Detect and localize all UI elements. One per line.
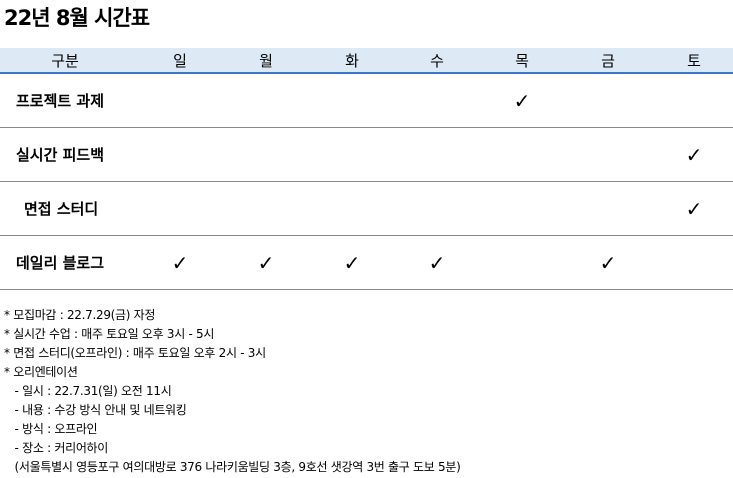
column-header: 월 <box>259 51 273 70</box>
table-header: 구분 일 월 화 수 목 금 토 <box>0 48 733 74</box>
column-header: 일 <box>173 51 187 70</box>
row-label: 면접 스터디 <box>24 200 99 218</box>
table-row: 실시간 피드백 ✓ <box>0 128 733 182</box>
check-icon: ✓ <box>428 250 446 275</box>
check-icon: ✓ <box>599 250 617 275</box>
note-line: * 면접 스터디(오프라인) : 매주 토요일 오후 2시 - 3시 <box>4 346 266 360</box>
note-line: - 내용 : 수강 방식 안내 및 네트워킹 <box>4 403 187 417</box>
check-icon: ✓ <box>685 196 703 221</box>
column-header: 구분 <box>51 51 79 70</box>
column-header: 수 <box>430 51 444 70</box>
check-icon: ✓ <box>513 88 531 113</box>
note-line: * 실시간 수업 : 매주 토요일 오후 3시 - 5시 <box>4 327 215 341</box>
table-row: 면접 스터디 ✓ <box>0 182 733 236</box>
notes: * 모집마감 : 22.7.29(금) 자정 * 실시간 수업 : 매주 토요일 … <box>4 306 461 477</box>
note-line: (서울특별시 영등포구 여의대방로 376 나라키움빌딩 3층, 9호선 샛강역… <box>4 460 461 474</box>
column-header: 화 <box>345 51 359 70</box>
table-row: 데일리 블로그 ✓ ✓ ✓ ✓ ✓ <box>0 236 733 290</box>
column-header: 토 <box>687 51 701 70</box>
check-icon: ✓ <box>343 250 361 275</box>
check-icon: ✓ <box>257 250 275 275</box>
note-line: - 장소 : 커리어하이 <box>4 441 109 455</box>
note-line: * 모집마감 : 22.7.29(금) 자정 <box>4 308 156 322</box>
column-header: 금 <box>601 51 615 70</box>
note-line: * 오리엔테이션 <box>4 365 78 379</box>
note-line: - 일시 : 22.7.31(일) 오전 11시 <box>4 384 172 398</box>
table-row: 프로젝트 과제 ✓ <box>0 74 733 128</box>
row-label: 실시간 피드백 <box>16 146 105 164</box>
check-icon: ✓ <box>685 142 703 167</box>
page-title: 22년 8월 시간표 <box>4 6 150 30</box>
row-label: 프로젝트 과제 <box>16 92 105 110</box>
check-icon: ✓ <box>171 250 189 275</box>
row-label: 데일리 블로그 <box>16 254 105 272</box>
note-line: - 방식 : 오프라인 <box>4 422 98 436</box>
column-header: 목 <box>515 51 529 70</box>
